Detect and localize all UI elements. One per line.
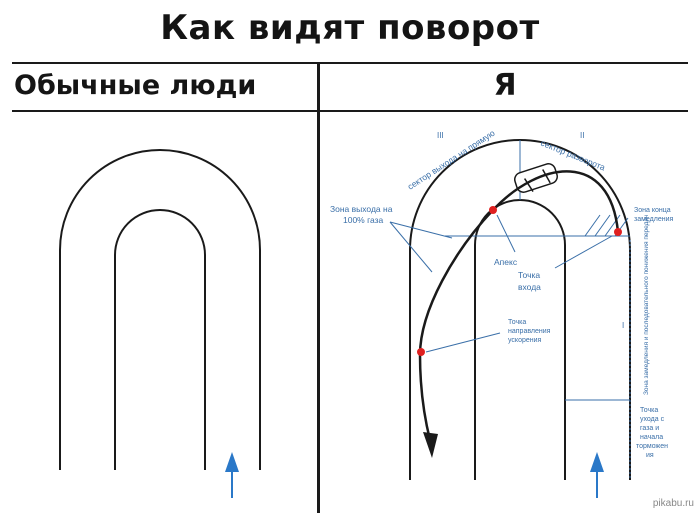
zone-end-label-1: Зона конца <box>634 207 671 214</box>
column-title-ordinary-people: Обычные люди <box>14 70 257 101</box>
gas-off-label-3: газа и <box>640 425 659 432</box>
racing-line-arrowhead <box>423 432 438 458</box>
entry-label-2: входа <box>518 282 541 292</box>
column-title-me: Я <box>493 68 517 103</box>
zone-exit-label-2: 100% газа <box>343 215 384 225</box>
outer-track-edge <box>59 149 261 470</box>
roman-numeral-1: I <box>622 321 624 330</box>
helper-lines <box>445 140 631 480</box>
gas-off-label-2: ухода с <box>640 416 665 423</box>
gas-off-label-5: торможен <box>636 443 668 450</box>
roman-numeral-2: II <box>580 131 584 140</box>
left-direction-arrow <box>225 452 239 498</box>
right-direction-arrow <box>590 452 604 498</box>
zone-end-label-2: замедления <box>634 216 673 223</box>
gas-off-label-1: Точка <box>640 407 658 414</box>
page-title: Как видят поворот <box>160 8 540 48</box>
sector-exit-label: сектор выхода на прямую <box>406 127 497 191</box>
roman-numeral-3: III <box>437 131 444 140</box>
apex-label: Апекс <box>494 257 518 267</box>
accel-label-1: Точка <box>508 319 526 326</box>
braking-zone-label: Зона замедления и последовательного пони… <box>643 215 650 395</box>
zone-exit-label-1: Зона выхода на <box>330 204 393 214</box>
entry-marker <box>614 228 622 236</box>
apex-marker <box>489 206 497 214</box>
watermark: pikabu.ru <box>652 498 694 509</box>
accel-label-2: направления <box>508 328 551 335</box>
inner-track-edge <box>114 209 206 470</box>
gas-off-label-4: начала <box>640 434 663 441</box>
racing-line <box>418 170 620 441</box>
annotation-arrows <box>389 214 613 353</box>
gas-off-label-6: ия <box>646 452 654 459</box>
simple-track <box>59 149 261 470</box>
entry-label-1: Точка <box>518 270 540 280</box>
column-divider <box>317 62 320 513</box>
accel-label-3: ускорения <box>508 337 542 344</box>
header-row <box>12 62 688 112</box>
accel-marker <box>417 348 425 356</box>
